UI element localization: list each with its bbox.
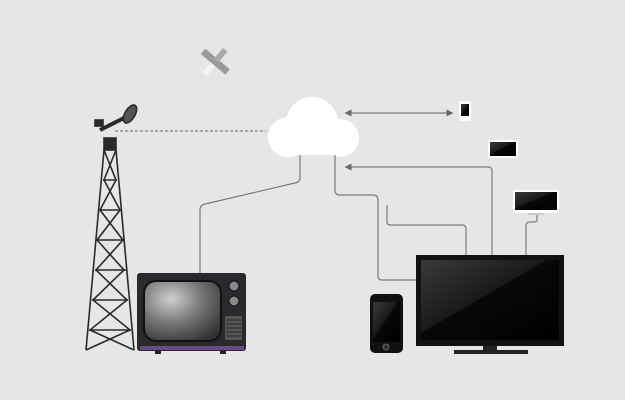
- cloud-icon: [268, 97, 359, 157]
- smartphone-icon: [459, 101, 471, 121]
- transmission-tower-icon: [85, 104, 138, 351]
- mobile-phone-icon: [370, 294, 403, 353]
- flat-tv-icon: [416, 255, 564, 354]
- connectors: [199, 109, 538, 281]
- satellite-icon: [200, 47, 230, 77]
- retro-tv-icon: [137, 273, 246, 354]
- tablet-icon: [488, 140, 518, 158]
- monitor-icon: [513, 190, 559, 215]
